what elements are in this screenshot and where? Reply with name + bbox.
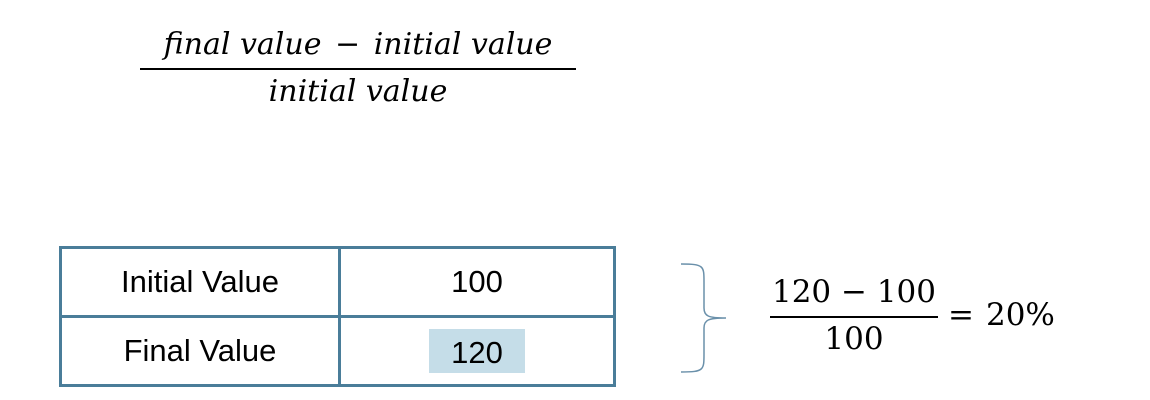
generic-formula-denominator: initial value [268, 74, 448, 109]
table-row-final: Final Value 120 [59, 315, 616, 387]
example-fraction-bar [770, 316, 938, 318]
final-value-label: Final Value [59, 315, 341, 387]
initial-value-label: Initial Value [59, 246, 341, 318]
numerator-initial-value: initial value [373, 27, 553, 62]
equals-sign: = [948, 297, 974, 333]
generic-formula: final value − initial value initial valu… [140, 24, 576, 114]
right-brace-icon [680, 263, 727, 373]
example-result: 20% [985, 297, 1055, 333]
final-value-cell: 120 [338, 315, 616, 387]
example-numerator: 120 − 100 [771, 274, 937, 310]
numerator-final-value: final value [163, 27, 322, 62]
example-fraction: 120 − 100 100 [770, 272, 938, 360]
example-denominator: 100 [824, 321, 884, 357]
minus-operator: − [335, 27, 361, 62]
example-formula: 120 − 100 100 = 20% [770, 272, 1055, 360]
final-value-highlight: 120 [429, 329, 525, 373]
values-table: Initial Value 100 Final Value 120 [59, 246, 616, 387]
generic-formula-numerator: final value − initial value [140, 24, 576, 66]
table-row-initial: Initial Value 100 [59, 246, 616, 318]
initial-value-cell: 100 [338, 246, 616, 318]
fraction-bar [140, 68, 576, 70]
